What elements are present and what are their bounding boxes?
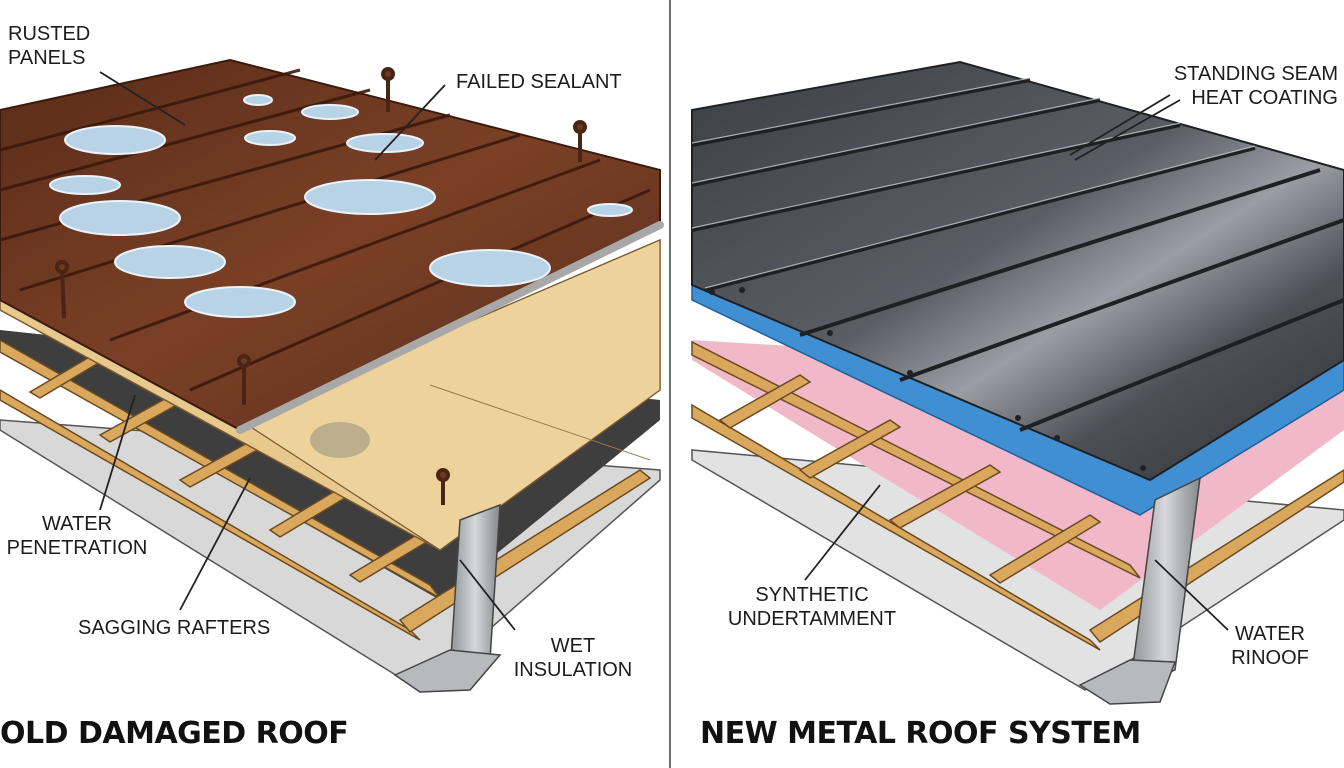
water-puddles [49,94,633,318]
label-sagging-rafters: SAGGING RAFTERS [78,617,271,639]
panel-divider [669,0,671,768]
label-rusted-panels-line2: PANELS [8,47,86,69]
label-rusted-panels: RUSTED PANELS [8,22,90,70]
standing-seams [691,78,1344,432]
label-standing-seam-line2: HEAT COATING [1191,87,1338,109]
label-wet-insulation-line1: WET [550,635,596,657]
loose-fasteners [55,67,587,505]
label-rusted-panels-line1: RUSTED [8,23,91,45]
label-synthetic-line1: SYNTHETIC [755,584,869,606]
label-water-rinoof-line2: RINOOF [1231,647,1309,669]
label-water-rinoof: WATER RINOOF [1220,622,1320,670]
old-steel-bracket [393,503,502,693]
label-failed-sealant: FAILED SEALANT [456,71,622,93]
label-wet-insulation: WET INSULATION [508,634,638,682]
label-water-penetration-line1: WATER [42,513,112,535]
label-synthetic-underlayment: SYNTHETIC UNDERTAMMENT [726,583,898,631]
label-water-penetration-line2: PENETRATION [6,537,148,559]
new-roof-cross-section [691,60,1344,705]
label-standing-seam-line1: STANDING SEAM [1173,63,1338,85]
label-standing-seam: STANDING SEAM HEAT COATING [1150,62,1338,110]
new-steel-bracket [1078,476,1201,705]
left-panel-title: OLD DAMAGED ROOF [0,716,349,751]
right-panel-title: NEW METAL ROOF SYSTEM [700,716,1141,751]
label-synthetic-line2: UNDERTAMMENT [727,608,897,630]
label-water-rinoof-line1: WATER [1235,623,1305,645]
label-wet-insulation-line2: INSULATION [513,659,633,681]
label-water-penetration: WATER PENETRATION [2,512,152,560]
panel-fasteners [709,287,1146,471]
old-roof-cross-section [0,58,664,693]
